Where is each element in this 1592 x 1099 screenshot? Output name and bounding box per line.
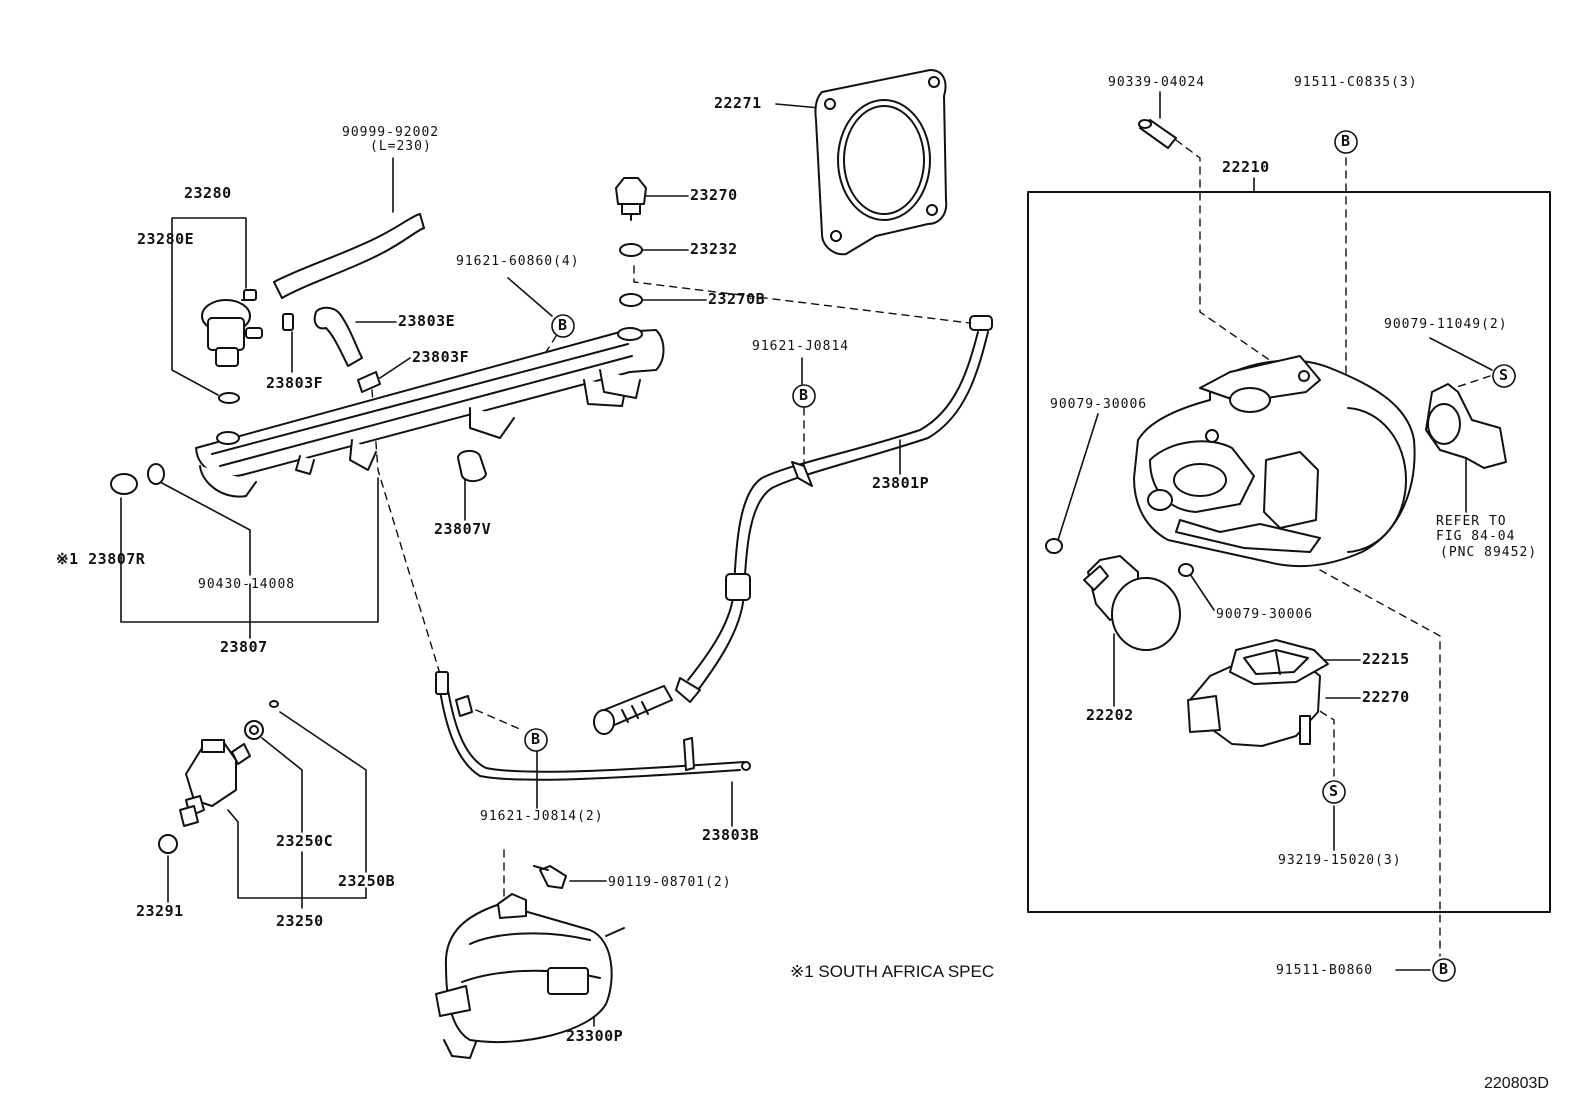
- label-90999-length: (L=230): [370, 139, 432, 154]
- label-23280: 23280: [184, 184, 232, 202]
- dashed-lines: [371, 139, 1491, 957]
- label-23803E: 23803E: [398, 312, 456, 330]
- label-23291: 23291: [136, 902, 184, 920]
- callout-b-1: B: [558, 316, 568, 334]
- cap-23807V: [457, 450, 487, 482]
- hose-23803E: [313, 306, 363, 367]
- callout-b-3: B: [531, 730, 541, 748]
- label-23803F-left: 23803F: [266, 374, 324, 392]
- fuel-rail-23807: [110, 327, 665, 498]
- refer-line-3: (PNC 89452): [1440, 545, 1538, 560]
- label-91621-J0814: 91621-J0814: [752, 339, 850, 354]
- throttle-position-sensor: [1425, 383, 1507, 469]
- label-23250C: 23250C: [276, 832, 334, 850]
- pressure-regulator-23280: [201, 289, 263, 404]
- throttle-body-22210: [1045, 355, 1416, 577]
- label-91621-60860: 91621-60860(4): [456, 254, 580, 269]
- label-23801P: 23801P: [872, 474, 930, 492]
- label-90339-04024: 90339-04024: [1108, 75, 1206, 90]
- label-23250B: 23250B: [338, 872, 396, 890]
- fuel-pipe-23801P: [593, 315, 993, 735]
- return-pipe-23803B: [435, 671, 751, 781]
- callout-b-2: B: [799, 386, 809, 404]
- label-23250: 23250: [276, 912, 324, 930]
- injector-23250: [158, 700, 279, 854]
- label-23807R: ※1 23807R: [56, 550, 146, 568]
- refer-line-2: FIG 84-04: [1436, 529, 1516, 544]
- label-90999-92002: 90999-92002: [342, 125, 440, 140]
- callout-s-2: S: [1329, 782, 1339, 800]
- label-91621-J0814-2: 91621-J0814(2): [480, 809, 604, 824]
- label-23270B: 23270B: [708, 290, 766, 308]
- label-23270: 23270: [690, 186, 738, 204]
- label-22270: 22270: [1362, 688, 1410, 706]
- label-90430-14008: 90430-14008: [198, 577, 296, 592]
- label-90079-30006-lower: 90079-30006: [1216, 607, 1314, 622]
- callout-b-4: B: [1341, 132, 1351, 150]
- part-90339: [1138, 119, 1177, 149]
- label-90079-11049: 90079-11049(2): [1384, 317, 1508, 332]
- label-22202: 22202: [1086, 706, 1134, 724]
- throttle-body-assembly-box-22210: [1027, 191, 1551, 913]
- label-91511-B0860: 91511-B0860: [1276, 963, 1374, 978]
- pulsation-damper-23270: [615, 177, 647, 307]
- label-23807: 23807: [220, 638, 268, 656]
- footnote-south-africa-spec: ※1 SOUTH AFRICA SPEC: [790, 962, 995, 981]
- label-23803B: 23803B: [702, 826, 760, 844]
- label-90079-30006-upper: 90079-30006: [1050, 397, 1148, 412]
- refer-line-1: REFER TO: [1436, 514, 1507, 529]
- label-93219-15020: 93219-15020(3): [1278, 853, 1402, 868]
- label-22271: 22271: [714, 94, 762, 112]
- label-23232: 23232: [690, 240, 738, 258]
- leader-lines: [120, 91, 1493, 1027]
- label-23300P: 23300P: [566, 1027, 624, 1045]
- callout-b-5: B: [1439, 960, 1449, 978]
- label-90119-08701: 90119-08701(2): [608, 875, 732, 890]
- label-22215: 22215: [1362, 650, 1410, 668]
- callout-circles: [524, 130, 1516, 982]
- label-91511-C0835: 91511-C0835(3): [1294, 75, 1418, 90]
- label-23280E: 23280E: [137, 230, 195, 248]
- callout-s-1: S: [1499, 366, 1509, 384]
- clip-23803F: [282, 313, 381, 393]
- idle-speed-control-22270: [1187, 639, 1329, 747]
- valve-22202: [1083, 555, 1181, 651]
- label-23807V: 23807V: [434, 520, 492, 538]
- label-23803F-right: 23803F: [412, 348, 470, 366]
- label-22210: 22210: [1222, 158, 1270, 176]
- hose-90999: [273, 213, 425, 299]
- gasket-22271: [814, 69, 948, 256]
- figure-id: 220803D: [1484, 1075, 1549, 1092]
- fuel-filter-23300P: [435, 865, 625, 1059]
